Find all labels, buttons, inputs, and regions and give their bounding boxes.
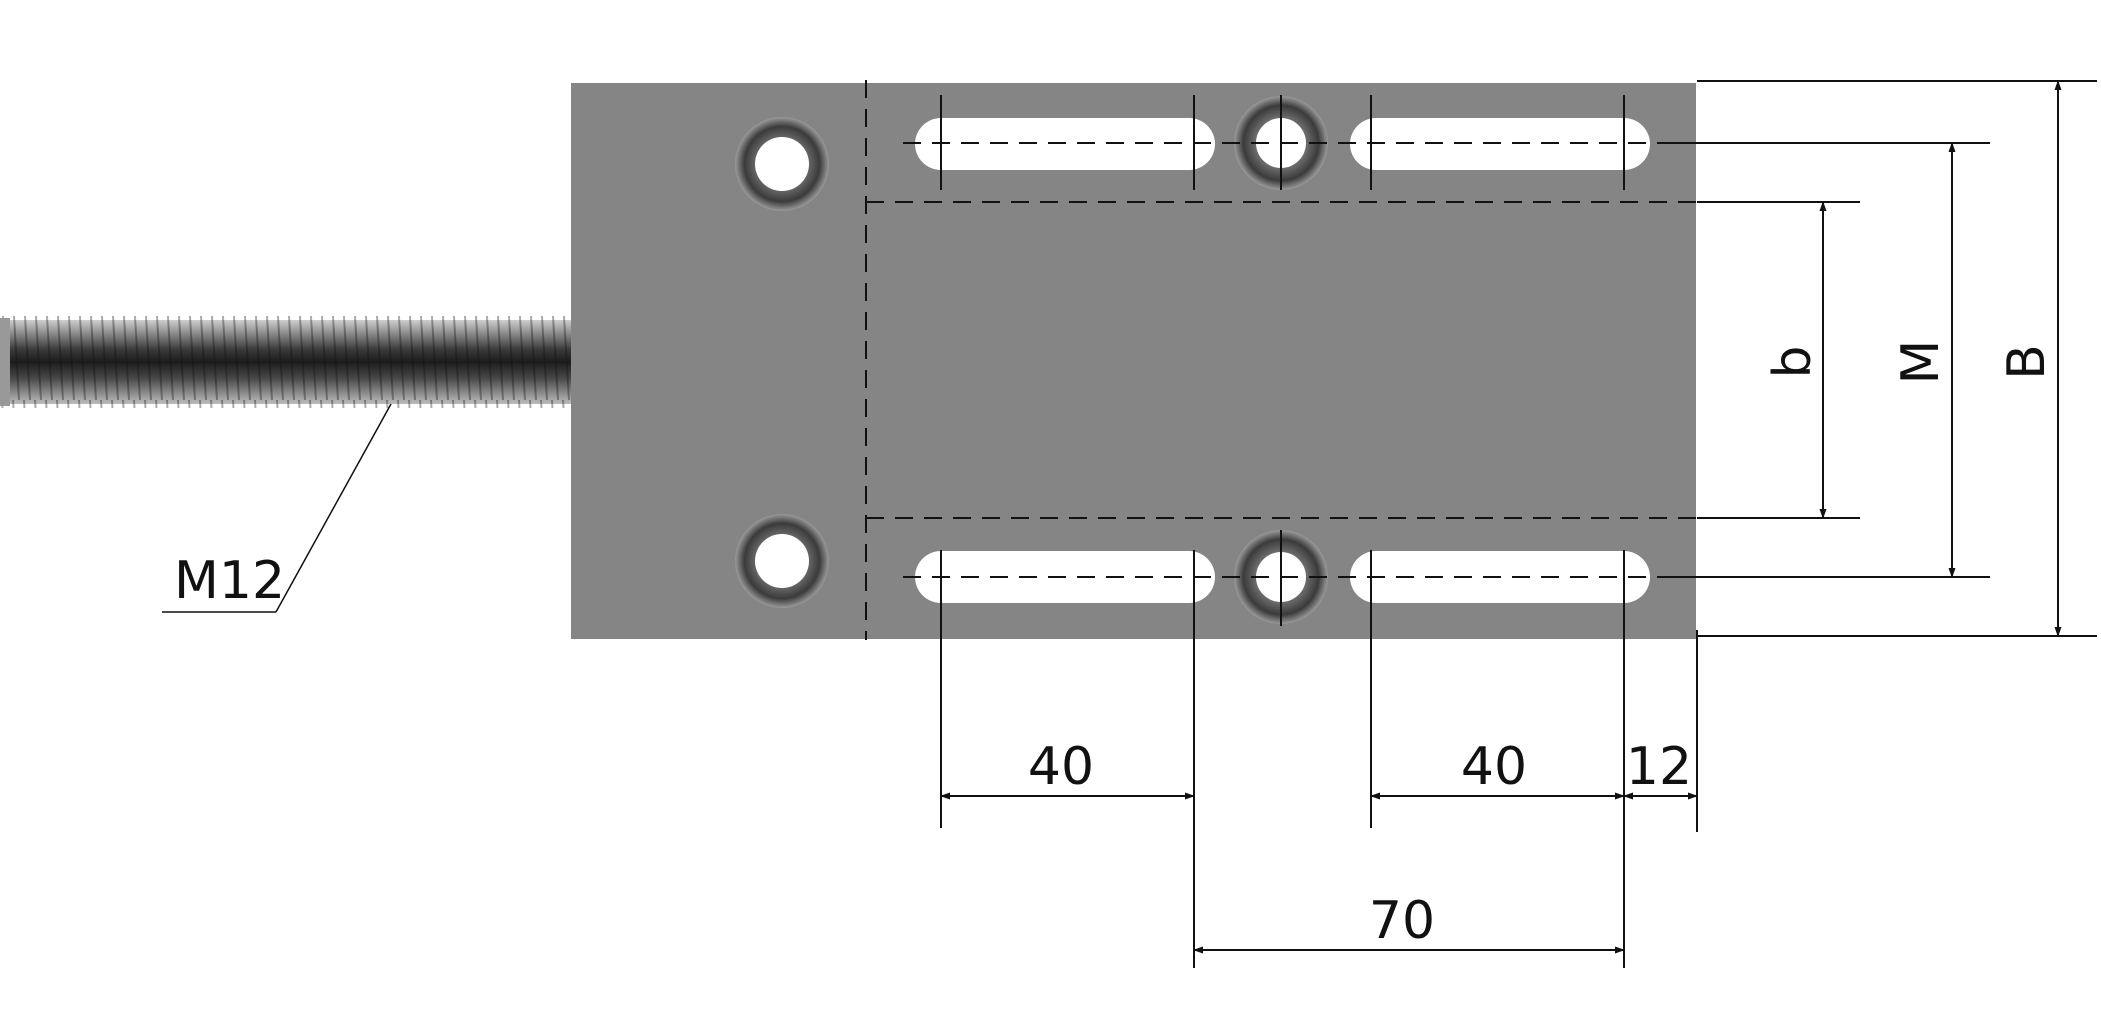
extension-lines <box>940 80 2097 968</box>
rod-end-cap <box>0 318 10 406</box>
dim-label-M: M <box>1891 340 1951 385</box>
hole-left-bottom <box>735 514 829 608</box>
dimension-lines <box>940 80 2062 954</box>
dim-label-b: b <box>1763 345 1823 378</box>
dim-label-12: 12 <box>1626 737 1692 797</box>
hidden-lines <box>865 80 1697 640</box>
hole-left-top <box>735 117 829 211</box>
dim-label-40-right: 40 <box>1461 737 1527 797</box>
dim-label-40-left: 40 <box>1028 737 1094 797</box>
thread-label: M12 <box>174 551 285 611</box>
dim-label-70: 70 <box>1369 891 1435 951</box>
dim-label-B: B <box>1997 344 2057 380</box>
plate <box>571 80 1697 640</box>
threaded-rod <box>0 316 572 408</box>
rod-thread-texture <box>0 316 572 408</box>
thread-leader <box>162 403 392 613</box>
